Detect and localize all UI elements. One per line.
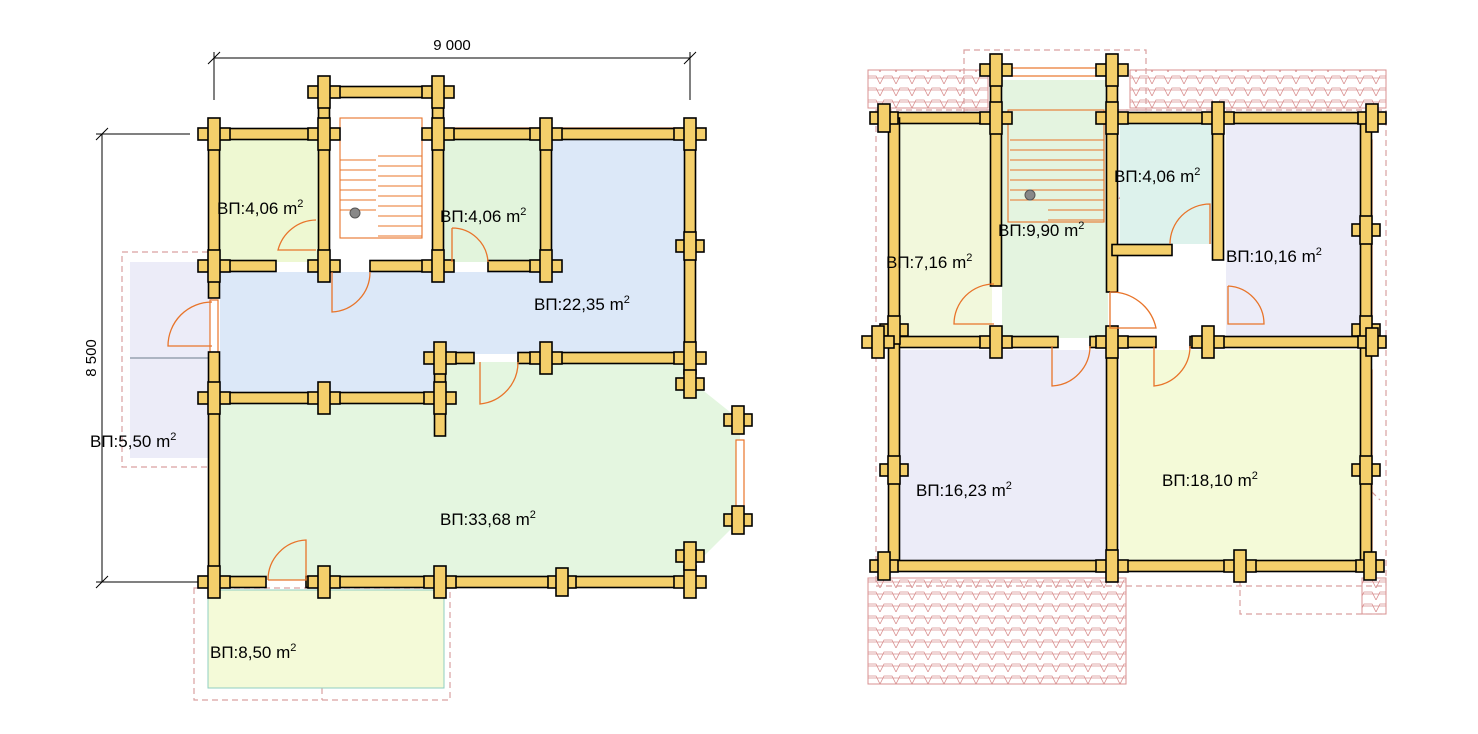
log-corner [1233,549,1247,583]
log-corner [539,249,553,283]
log-corner [207,565,221,599]
log-corner [433,341,447,375]
log-corner [989,53,1003,87]
roof-tiles-bottom-right [1361,577,1387,615]
room-label-bedroom-right: ВП:18,10 m2 [1162,470,1258,490]
log-corner [317,565,331,599]
room-fill-bath [1120,124,1212,244]
log-corner [1105,549,1119,583]
log-corner [1211,101,1225,135]
wall-horizontal [437,127,691,141]
staircase [339,117,423,239]
log-corner [431,117,445,151]
log-corner [887,455,901,485]
log-corner [1105,53,1119,87]
room-fill-porch-side [130,262,212,458]
log-corner [1365,327,1379,357]
wall-vertical [1211,117,1225,261]
log-corner [1365,103,1379,133]
log-corner [317,117,331,151]
log-corner [1201,325,1215,359]
room-label-bath-mid: ВП:4,06 m2 [440,206,526,226]
log-corner [731,505,745,535]
room-fill-living [220,362,740,580]
log-corner [539,117,553,151]
log-corner [871,325,885,359]
room-fill-hall [220,140,690,392]
log-corner [1359,455,1373,485]
log-corner [433,381,447,415]
log-corner [683,231,697,261]
room-fill-room-left [900,124,992,338]
side-porch-outline [121,251,213,468]
log-corner [555,567,569,597]
log-corner [207,117,221,151]
log-corner [431,249,445,283]
roof-tiles-top-left [867,69,989,109]
log-corner [877,103,891,133]
room-label-room-left: ВП:7,16 m2 [886,252,972,272]
room-label-room-right: ВП:10,16 m2 [1226,246,1322,266]
wall-horizontal [1115,111,1381,125]
log-corner [539,341,553,375]
room-label-bedroom-left: ВП:16,23 m2 [916,480,1012,500]
room-fill-room-right [1226,124,1362,338]
log-corner [683,369,697,399]
floor-1-walls [197,75,753,599]
floor-1-plan: 9 000 8 500 [83,37,753,701]
stair-area [330,96,432,262]
log-corner [1105,101,1119,135]
log-corner [731,405,745,435]
room-fill-bedroom-right [1120,350,1362,560]
log-corner [877,551,891,581]
room-label-porch-side: ВП:5,50 m2 [90,431,176,451]
wall-horizontal [305,575,691,589]
log-corner [683,117,697,151]
log-corner [433,565,447,599]
room-fill-bath-left [220,140,320,262]
log-corner [989,325,1003,359]
room-label-terrace: ВП:8,50 m2 [210,642,296,662]
log-corner [1363,551,1377,581]
log-corner [431,75,445,109]
log-corner [207,249,221,283]
room-label-stair-hall: ВП:9,90 m2 [998,220,1084,240]
wall-vertical [539,133,553,269]
wall-vertical [1105,341,1119,571]
wall-horizontal [1111,243,1173,257]
log-corner [1105,325,1119,359]
room-label-bath-left: ВП:4,06 m2 [217,198,303,218]
floor-2-walls [861,53,1387,583]
roof-tiles-top-right [1129,69,1387,109]
log-corner [317,75,331,109]
floor-1-doors [167,219,519,581]
room-fill-terrace [207,589,445,689]
room-label-bath: ВП:4,06 m2 [1114,166,1200,186]
floor-2-plan: ВП:7,16 m2 ВП:9,90 m2 ВП:4,06 m2 ВП:10,1… [861,49,1387,685]
room-fill-bath-mid [444,140,544,262]
log-corner [989,101,1003,135]
log-corner [1359,215,1373,245]
floor-2-doors [953,203,1265,387]
room-label-hall: ВП:22,35 m2 [534,294,630,314]
height-dimension-label: 8 500 [83,339,100,377]
room-fill-bedroom-left [900,350,1108,560]
width-dimension: 9 000 [207,37,697,100]
wall-vertical [887,117,901,341]
room-fill-stair-hall [1002,80,1108,338]
room-label-living: ВП:33,68 m2 [440,509,536,529]
roof-tiles-bottom-left [867,577,1127,685]
log-corner [207,381,221,415]
log-corner [317,249,331,283]
staircase-upper [1007,109,1105,223]
log-corner [683,541,697,571]
height-dimension: 8 500 [83,127,200,589]
width-dimension-label: 9 000 [433,37,471,54]
log-corner [317,381,331,415]
